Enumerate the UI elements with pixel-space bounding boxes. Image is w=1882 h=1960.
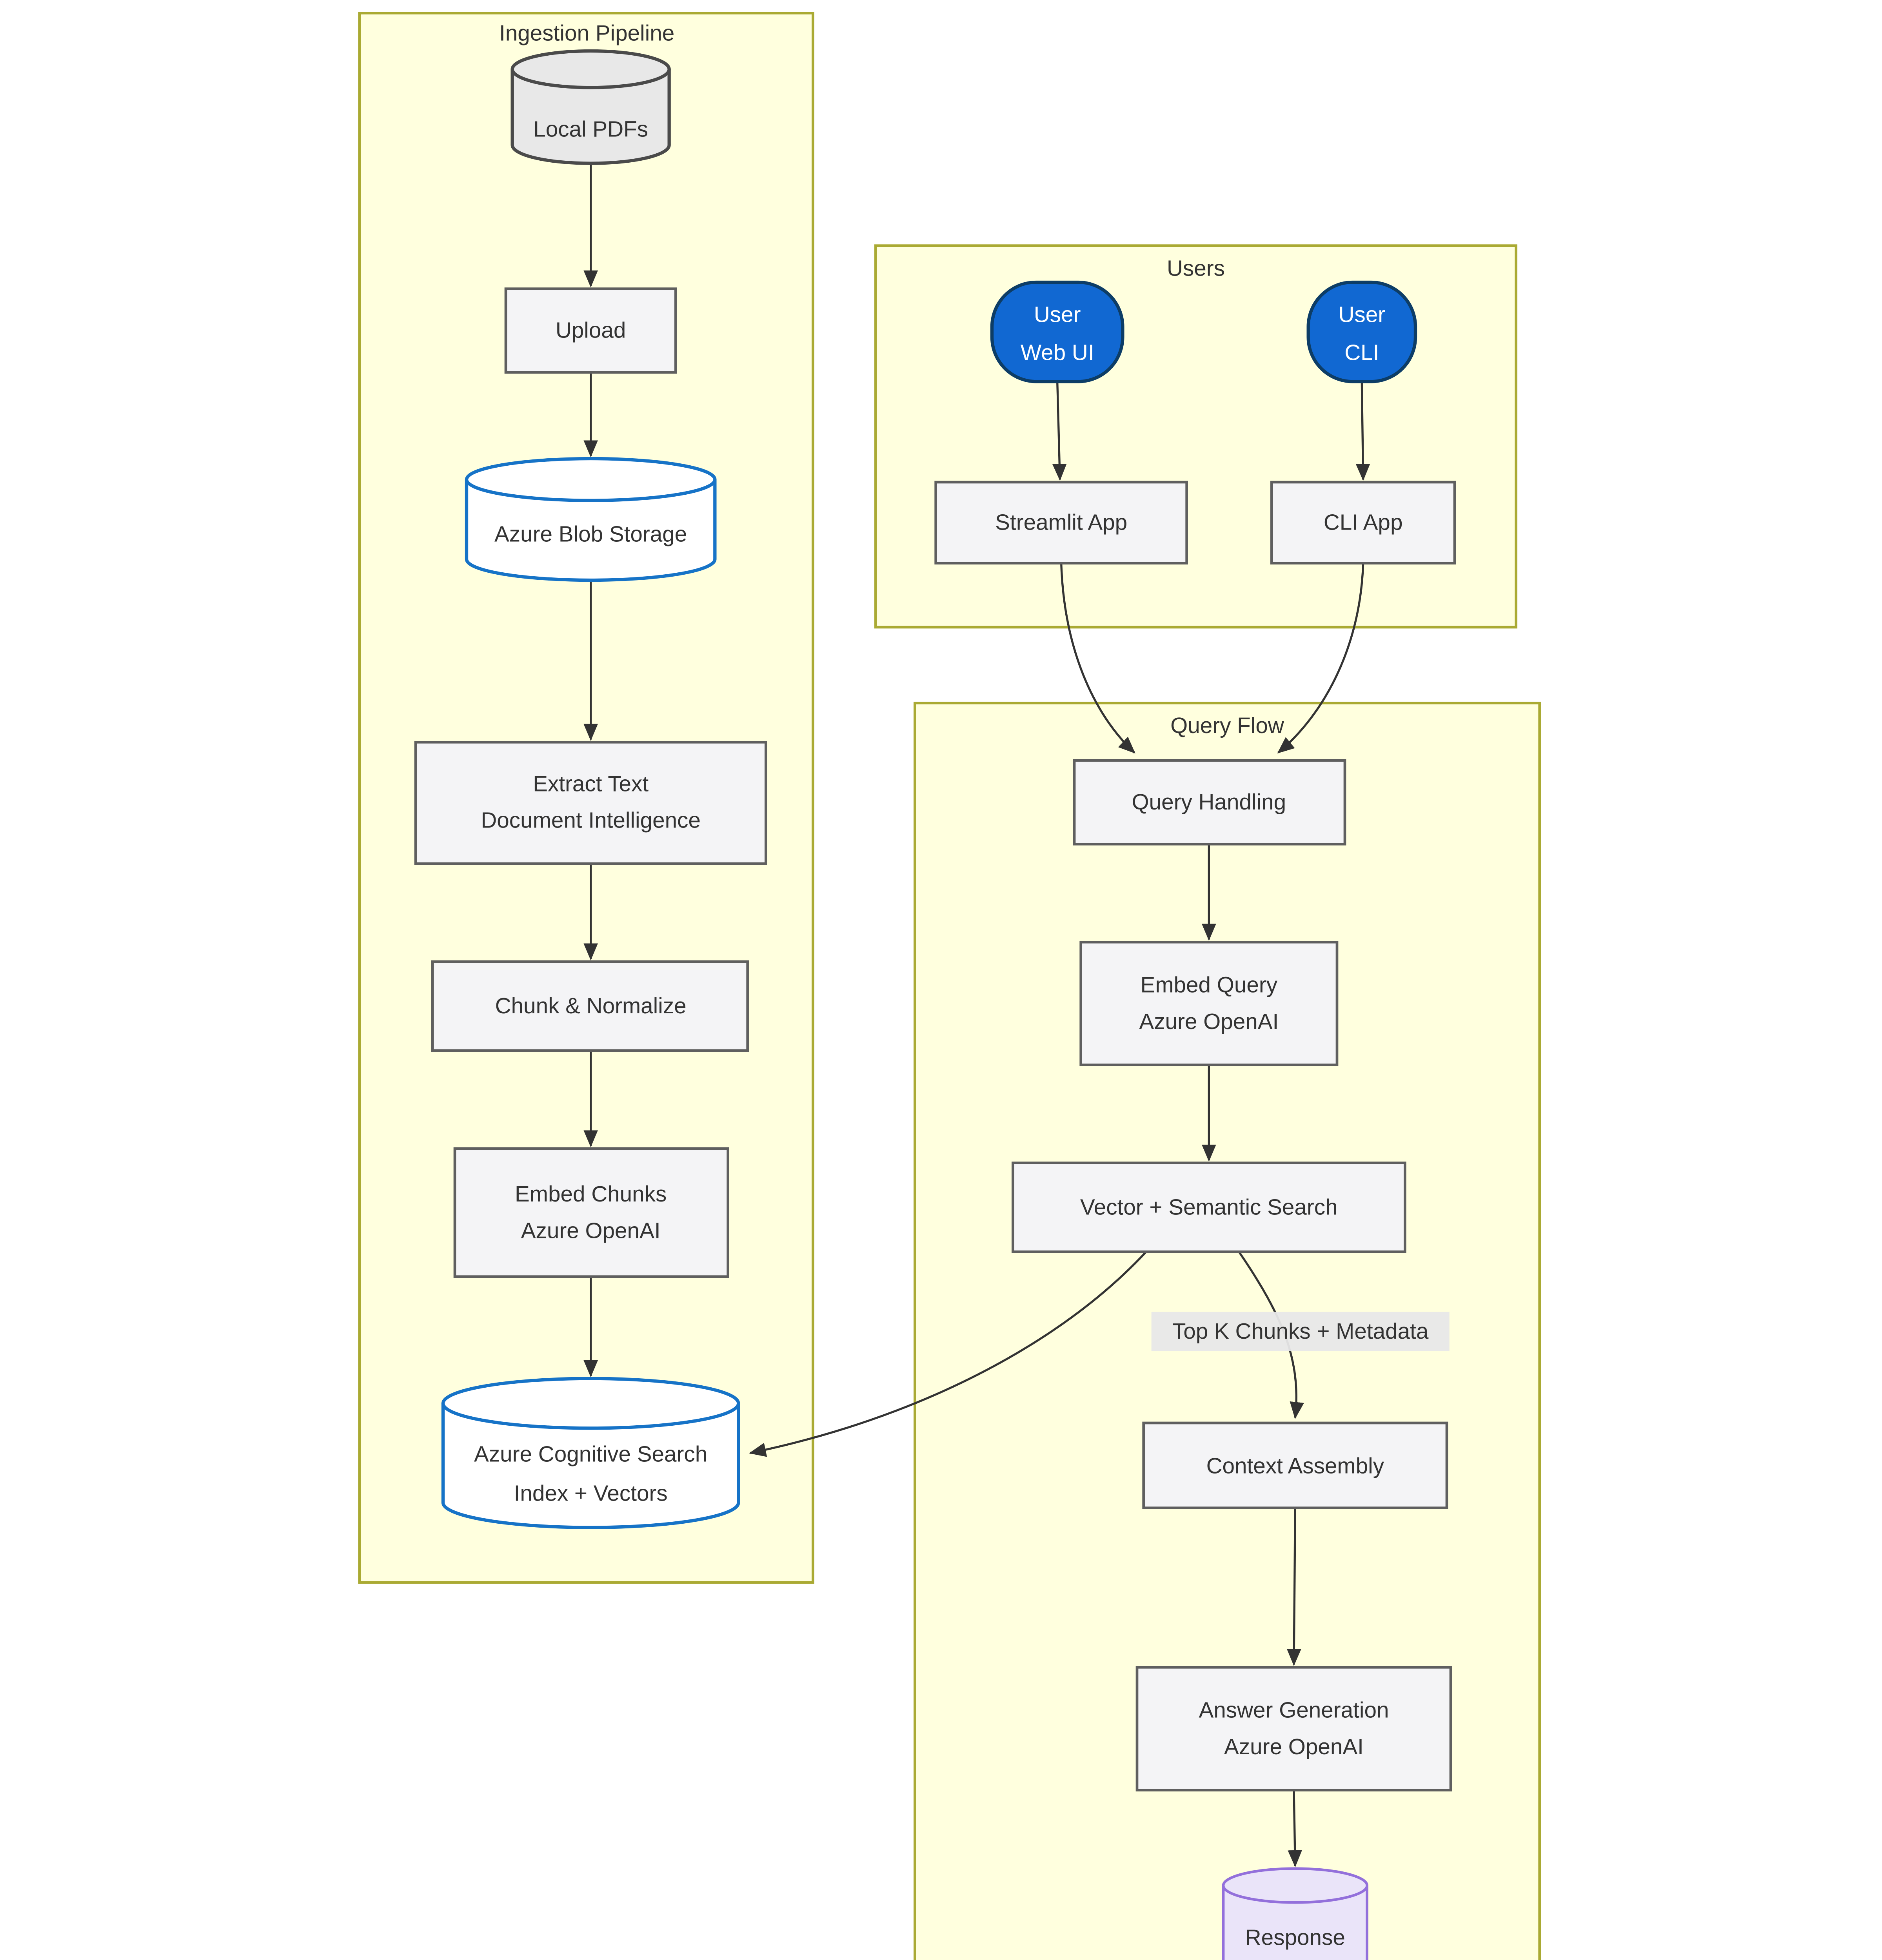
node-cli-app-label: CLI App xyxy=(1324,510,1403,535)
node-chunk-box xyxy=(431,960,749,1052)
node-vector-search-label: Vector + Semantic Search xyxy=(1080,1195,1338,1220)
node-answer-generation: Answer Generation Azure OpenAI xyxy=(1135,1666,1452,1791)
node-embed-chunks-line2: Azure OpenAI xyxy=(521,1218,661,1243)
node-streamlit-label: Streamlit App xyxy=(995,510,1127,535)
node-embed-chunks: Embed Chunks Azure OpenAI xyxy=(453,1147,730,1278)
node-azure-blob-label: Azure Blob Storage xyxy=(494,522,687,547)
node-cli-app: CLI App xyxy=(1270,481,1456,564)
node-azure-cognitive-search: Azure Cognitive Search Index + Vectors xyxy=(441,1377,740,1529)
edge-vectorsearch-acs xyxy=(749,1251,1147,1457)
edges-layer xyxy=(583,163,1370,1867)
node-user-webui-line2: Web UI xyxy=(1021,340,1094,365)
response-cylinder-top xyxy=(1222,1867,1368,1904)
node-user-web-ui: User Web UI xyxy=(990,280,1124,383)
edge-context-answergen xyxy=(1286,1508,1301,1666)
node-azure-blob-storage: Azure Blob Storage xyxy=(465,457,717,582)
node-query-handling-box xyxy=(1073,759,1346,846)
user-cli-circle xyxy=(1306,280,1417,383)
node-vector-search-box xyxy=(1011,1161,1406,1253)
acs-cylinder-body xyxy=(441,1403,740,1529)
container-users-title: Users xyxy=(1167,256,1225,281)
node-local-pdfs-label: Local PDFs xyxy=(533,117,648,142)
node-context-assembly: Context Assembly xyxy=(1142,1421,1448,1509)
blob-cylinder-body xyxy=(465,479,717,582)
node-upload-label: Upload xyxy=(556,318,626,343)
container-users: Users xyxy=(874,244,1517,629)
edge-label-topk-bg xyxy=(1151,1312,1450,1351)
container-query-flow-title: Query Flow xyxy=(1170,713,1284,738)
node-user-cli-line2: CLI xyxy=(1344,340,1379,365)
node-user-webui-line1: User xyxy=(1034,303,1081,327)
node-vector-semantic-search: Vector + Semantic Search xyxy=(1011,1161,1406,1253)
node-answer-gen-line1: Answer Generation xyxy=(1199,1698,1389,1723)
node-upload-box xyxy=(504,287,677,374)
local-pdfs-cylinder-top xyxy=(510,49,671,89)
node-streamlit-box xyxy=(934,481,1188,564)
node-embed-query-line2: Azure OpenAI xyxy=(1139,1009,1279,1034)
node-extract-line2: Document Intelligence xyxy=(481,808,701,833)
edge-label-topk: Top K Chunks + Metadata xyxy=(1151,1312,1450,1351)
node-answer-gen-box xyxy=(1135,1666,1452,1791)
blob-cylinder-top xyxy=(465,457,717,502)
node-answer-gen-line2: Azure OpenAI xyxy=(1224,1735,1364,1759)
container-users-box xyxy=(874,244,1517,629)
node-embed-query-box xyxy=(1079,940,1339,1066)
node-user-cli: User CLI xyxy=(1306,280,1417,383)
node-acs-line2: Index + Vectors xyxy=(514,1481,668,1506)
edge-cliapp-queryhandling xyxy=(1277,563,1364,754)
node-extract-text: Extract Text Document Intelligence xyxy=(414,740,767,865)
edge-usercli-cliapp xyxy=(1355,381,1370,481)
node-acs-line1: Azure Cognitive Search xyxy=(474,1442,707,1466)
node-embed-chunks-box xyxy=(453,1147,730,1278)
node-response: Response xyxy=(1222,1867,1368,1960)
edge-answergen-response xyxy=(1288,1790,1302,1867)
response-cylinder-body xyxy=(1222,1885,1368,1960)
node-embed-query-line1: Embed Query xyxy=(1141,973,1278,998)
node-embed-query: Embed Query Azure OpenAI xyxy=(1079,940,1339,1066)
node-cli-app-box xyxy=(1270,481,1456,564)
user-webui-circle xyxy=(990,280,1124,383)
acs-cylinder-top xyxy=(441,1377,740,1430)
node-extract-line1: Extract Text xyxy=(533,771,649,796)
container-ingestion-title: Ingestion Pipeline xyxy=(499,21,674,45)
node-streamlit-app: Streamlit App xyxy=(934,481,1188,564)
node-chunk-label: Chunk & Normalize xyxy=(495,994,687,1018)
edge-label-topk-text: Top K Chunks + Metadata xyxy=(1172,1319,1429,1344)
node-chunk-normalize: Chunk & Normalize xyxy=(431,960,749,1052)
node-response-label: Response xyxy=(1245,1926,1345,1950)
local-pdfs-cylinder-body xyxy=(510,69,671,165)
node-context-assembly-label: Context Assembly xyxy=(1206,1454,1384,1478)
node-query-handling-label: Query Handling xyxy=(1132,790,1286,815)
node-extract-box xyxy=(414,740,767,865)
edge-userwebui-streamlit xyxy=(1052,381,1067,481)
node-query-handling: Query Handling xyxy=(1073,759,1346,846)
edge-streamlit-queryhandling xyxy=(1060,563,1135,754)
node-upload: Upload xyxy=(504,287,677,374)
node-user-cli-line1: User xyxy=(1339,303,1386,327)
node-context-assembly-box xyxy=(1142,1421,1448,1509)
node-embed-chunks-line1: Embed Chunks xyxy=(515,1182,667,1207)
node-local-pdfs: Local PDFs xyxy=(510,49,671,165)
